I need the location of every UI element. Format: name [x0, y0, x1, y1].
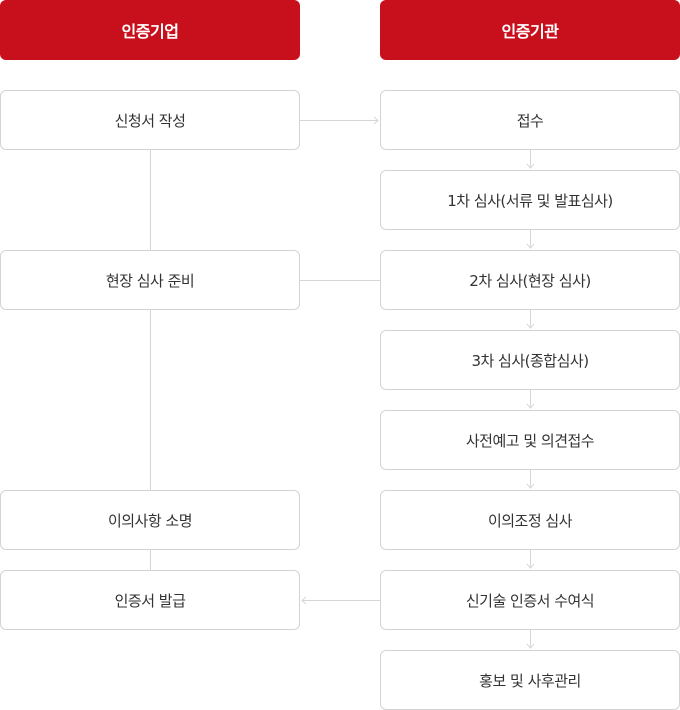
step-review3: 3차 심사(종합심사): [380, 330, 680, 390]
arrow-head: [526, 563, 535, 569]
step-site-prep: 현장 심사 준비: [0, 250, 300, 310]
step-review2: 2차 심사(현장 심사): [380, 250, 680, 310]
arrow-head: [526, 483, 535, 489]
arrow-head: [526, 163, 535, 169]
arrow-head: [526, 643, 535, 649]
step-review1: 1차 심사(서류 및 발표심사): [380, 170, 680, 230]
step-issuance: 인증서 발급: [0, 570, 300, 630]
institution-header: 인증기관: [380, 0, 680, 60]
arrow-head: [526, 403, 535, 409]
arrow-head: [526, 243, 535, 249]
step-pre-notice: 사전예고 및 의견접수: [380, 410, 680, 470]
step-objection-review: 이의조정 심사: [380, 490, 680, 550]
step-promotion: 홍보 및 사후관리: [380, 650, 680, 710]
step-application: 신청서 작성: [0, 90, 300, 150]
arrow-head: [373, 116, 379, 125]
step-receipt: 접수: [380, 90, 680, 150]
step-objection: 이의사항 소명: [0, 490, 300, 550]
step-cert-award: 신기술 인증서 수여식: [380, 570, 680, 630]
arrow-head: [301, 596, 307, 605]
arrow-head: [526, 323, 535, 329]
company-header: 인증기업: [0, 0, 300, 60]
